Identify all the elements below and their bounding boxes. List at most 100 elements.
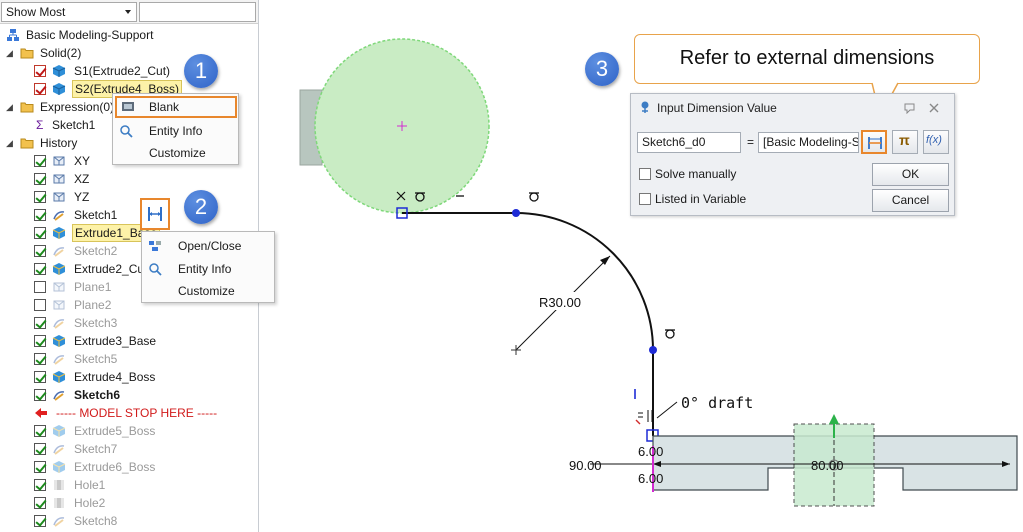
history-item[interactable]: Sketch2 xyxy=(4,242,254,260)
menu-item-entity-info[interactable]: Entity Info xyxy=(142,258,274,280)
expand-triangle-icon[interactable]: ◢ xyxy=(6,102,13,112)
history-item[interactable]: Sketch3 xyxy=(4,314,254,332)
history-item[interactable]: Sketch1 xyxy=(4,206,254,224)
history-item[interactable]: Extrude1_Base xyxy=(4,224,254,242)
history-item[interactable]: Extrude4_Boss xyxy=(4,368,254,386)
visibility-checkbox[interactable] xyxy=(34,371,46,383)
listed-in-variable-label: Listed in Variable xyxy=(655,192,747,206)
history-item[interactable]: Plane1 xyxy=(4,278,254,296)
visibility-checkbox[interactable] xyxy=(34,245,46,257)
formula-button[interactable]: f(x) xyxy=(923,130,949,154)
dimension-top[interactable]: 6.00 xyxy=(638,444,663,459)
datum-plane-icon xyxy=(53,156,65,166)
listed-in-variable-checkbox[interactable] xyxy=(639,193,651,205)
close-icon[interactable] xyxy=(928,102,940,114)
history-item[interactable]: YZ xyxy=(4,188,254,206)
visibility-checkbox[interactable] xyxy=(34,317,46,329)
sketch-icon xyxy=(53,445,65,455)
sigma-icon: Σ xyxy=(36,118,44,132)
visibility-checkbox[interactable] xyxy=(34,263,46,275)
cancel-button[interactable]: Cancel xyxy=(872,189,949,212)
history-item-label: Sketch8 xyxy=(74,514,118,528)
visibility-checkbox[interactable] xyxy=(34,299,46,311)
tree-group-label: Solid(2) xyxy=(40,46,82,60)
visibility-checkbox[interactable] xyxy=(34,443,46,455)
history-item[interactable]: Hole2 xyxy=(4,494,254,512)
graphics-canvas[interactable]: R30.00 0° draft 6.00 6.00 90.00 80.00 xyxy=(260,0,1023,532)
visibility-checkbox[interactable] xyxy=(34,173,46,185)
sketch-icon xyxy=(53,355,65,365)
visibility-checkbox[interactable] xyxy=(34,461,46,473)
history-item[interactable]: Extrude3_Base xyxy=(4,332,254,350)
history-item[interactable]: Sketch8 xyxy=(4,512,254,530)
filter-search-input[interactable] xyxy=(139,2,256,22)
visibility-checkbox[interactable] xyxy=(34,353,46,365)
step-badge-2: 2 xyxy=(184,190,218,224)
sketch-icon xyxy=(53,517,65,527)
menu-item-customize[interactable]: Customize xyxy=(142,280,274,302)
visibility-checkbox[interactable] xyxy=(34,515,46,527)
dimension-name-field[interactable]: Sketch6_d0 xyxy=(637,132,741,153)
dimension-bottom[interactable]: 6.00 xyxy=(638,471,663,486)
datum-plane-icon xyxy=(53,300,65,310)
history-item[interactable]: Plane2 xyxy=(4,296,254,314)
history-item[interactable]: XZ xyxy=(4,170,254,188)
history-item-label: Extrude1_Base xyxy=(72,224,161,242)
visibility-checkbox[interactable] xyxy=(34,155,46,167)
menu-item-entity-info[interactable]: Entity Info xyxy=(113,120,238,142)
radius-dimension[interactable]: R30.00 xyxy=(539,295,581,310)
ok-button[interactable]: OK xyxy=(872,163,949,186)
sketch-endpoint-constraint[interactable] xyxy=(396,207,408,219)
dimension-value-field[interactable]: [Basic Modeling-Support] xyxy=(758,132,859,153)
tree-item-label: S1(Extrude2_Cut) xyxy=(74,64,171,78)
visibility-checkbox[interactable] xyxy=(34,479,46,491)
visibility-checkbox[interactable] xyxy=(34,497,46,509)
history-item-label: Sketch6 xyxy=(74,388,121,402)
menu-item-open-close[interactable]: Open/Close xyxy=(142,235,274,257)
input-dimension-dialog: Input Dimension Value Sketch6_d0 = [Basi… xyxy=(630,93,955,216)
pi-button[interactable]: π xyxy=(892,130,918,154)
visibility-checkbox[interactable] xyxy=(34,335,46,347)
history-item[interactable]: Extrude5_Boss xyxy=(4,422,254,440)
sketch-profile[interactable] xyxy=(402,212,654,436)
visibility-checkbox[interactable] xyxy=(34,227,46,239)
history-item[interactable]: Sketch5 xyxy=(4,350,254,368)
visibility-checkbox[interactable] xyxy=(34,65,46,77)
menu-item-customize[interactable]: Customize xyxy=(113,142,238,164)
sketch-point[interactable] xyxy=(649,346,657,354)
solid-body-icon xyxy=(52,83,66,95)
sketch-point[interactable] xyxy=(512,209,520,217)
menu-item-blank[interactable]: Blank xyxy=(115,96,237,118)
visibility-checkbox[interactable] xyxy=(34,389,46,401)
dimension-right[interactable]: 80.00 xyxy=(811,458,844,473)
visibility-checkbox[interactable] xyxy=(34,281,46,293)
open-close-icon xyxy=(149,241,161,251)
solve-manually-checkbox[interactable] xyxy=(639,168,651,180)
pin-icon[interactable] xyxy=(903,102,917,114)
visibility-checkbox[interactable] xyxy=(34,191,46,203)
expand-triangle-icon[interactable]: ◢ xyxy=(6,138,13,148)
history-item[interactable]: Hole1 xyxy=(4,476,254,494)
sketch-icon xyxy=(53,247,65,257)
draft-annotation[interactable]: 0° draft xyxy=(681,394,753,412)
external-dimension-button[interactable] xyxy=(861,130,887,154)
tree-item-solid[interactable]: S1(Extrude2_Cut) xyxy=(4,62,244,80)
filter-dropdown[interactable]: Show Most xyxy=(1,2,137,22)
history-item[interactable]: ----- MODEL STOP HERE ----- xyxy=(4,404,254,422)
dimension-tool-button[interactable] xyxy=(140,198,170,230)
history-item[interactable]: Sketch7 xyxy=(4,440,254,458)
entity-info-icon xyxy=(149,263,162,276)
history-item-label: Sketch3 xyxy=(74,316,118,330)
folder-icon xyxy=(20,138,34,149)
dimension-left[interactable]: 90.00 xyxy=(569,458,602,473)
entity-info-icon xyxy=(120,125,133,138)
visibility-checkbox[interactable] xyxy=(34,209,46,221)
history-item[interactable]: Extrude6_Boss xyxy=(4,458,254,476)
history-item[interactable]: XY xyxy=(4,152,254,170)
visibility-checkbox[interactable] xyxy=(34,83,46,95)
history-item[interactable]: Sketch6 xyxy=(4,386,254,404)
expand-triangle-icon[interactable]: ◢ xyxy=(6,48,13,58)
chevron-down-icon xyxy=(125,10,131,14)
history-item[interactable]: Extrude2_Cut xyxy=(4,260,254,278)
visibility-checkbox[interactable] xyxy=(34,425,46,437)
